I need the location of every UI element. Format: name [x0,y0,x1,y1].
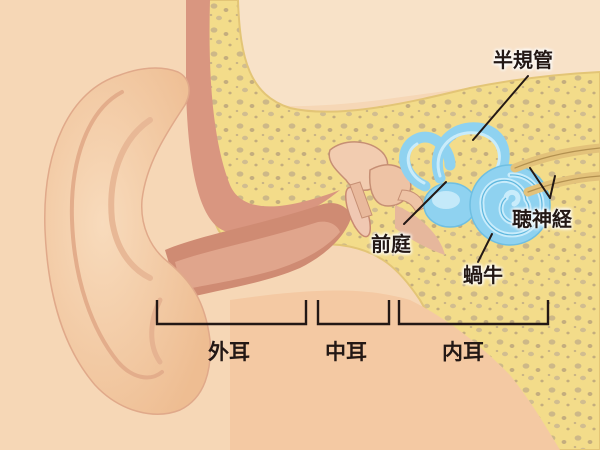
leader-lines [403,75,556,263]
leader-auditory-nerve-1 [529,167,551,199]
label-cochlea: 蝸牛 [463,263,503,287]
leader-vestibule [403,181,447,225]
leader-cochlea [477,233,493,263]
ear-canal-inner [175,221,340,290]
label-auditory-nerve: 聴神経 [512,207,572,231]
label-outer-ear: 外耳 [208,340,250,364]
upper-tissue [222,0,600,107]
label-vestibule: 前庭 [371,232,411,256]
auricle [44,67,212,415]
leader-semicircular-canals [472,75,529,141]
lower-skin [230,290,560,450]
auditory-nerve-shape [510,143,600,197]
label-semicircular-canals: 半規管 [493,48,553,72]
cochlea-shape [469,164,551,246]
label-inner-ear: 内耳 [442,340,484,364]
label-middle-ear: 中耳 [325,340,367,364]
bracket-middle-ear [316,300,391,326]
ossicles [328,141,425,219]
middle-ear-cavity [395,205,445,255]
soft-tissue-band [186,0,340,233]
section-brackets [155,300,550,326]
bracket-inner-ear [397,300,550,326]
leader-auditory-nerve-2 [549,175,556,199]
bracket-outer-ear [155,300,308,326]
